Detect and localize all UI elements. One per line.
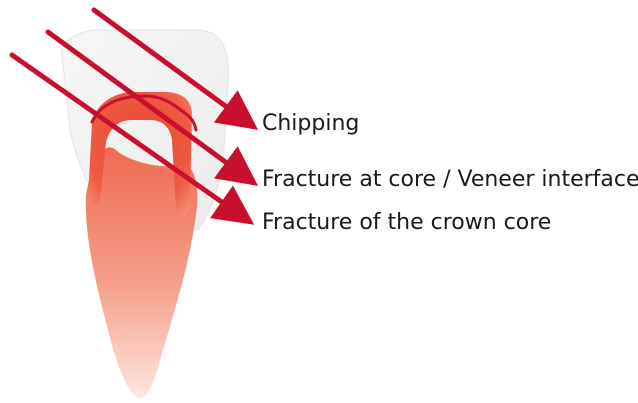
label-chipping: Chipping <box>262 113 359 135</box>
label-core-fracture: Fracture of the crown core <box>262 212 551 234</box>
label-interface-fracture: Fracture at core / Veneer interface <box>262 169 638 191</box>
